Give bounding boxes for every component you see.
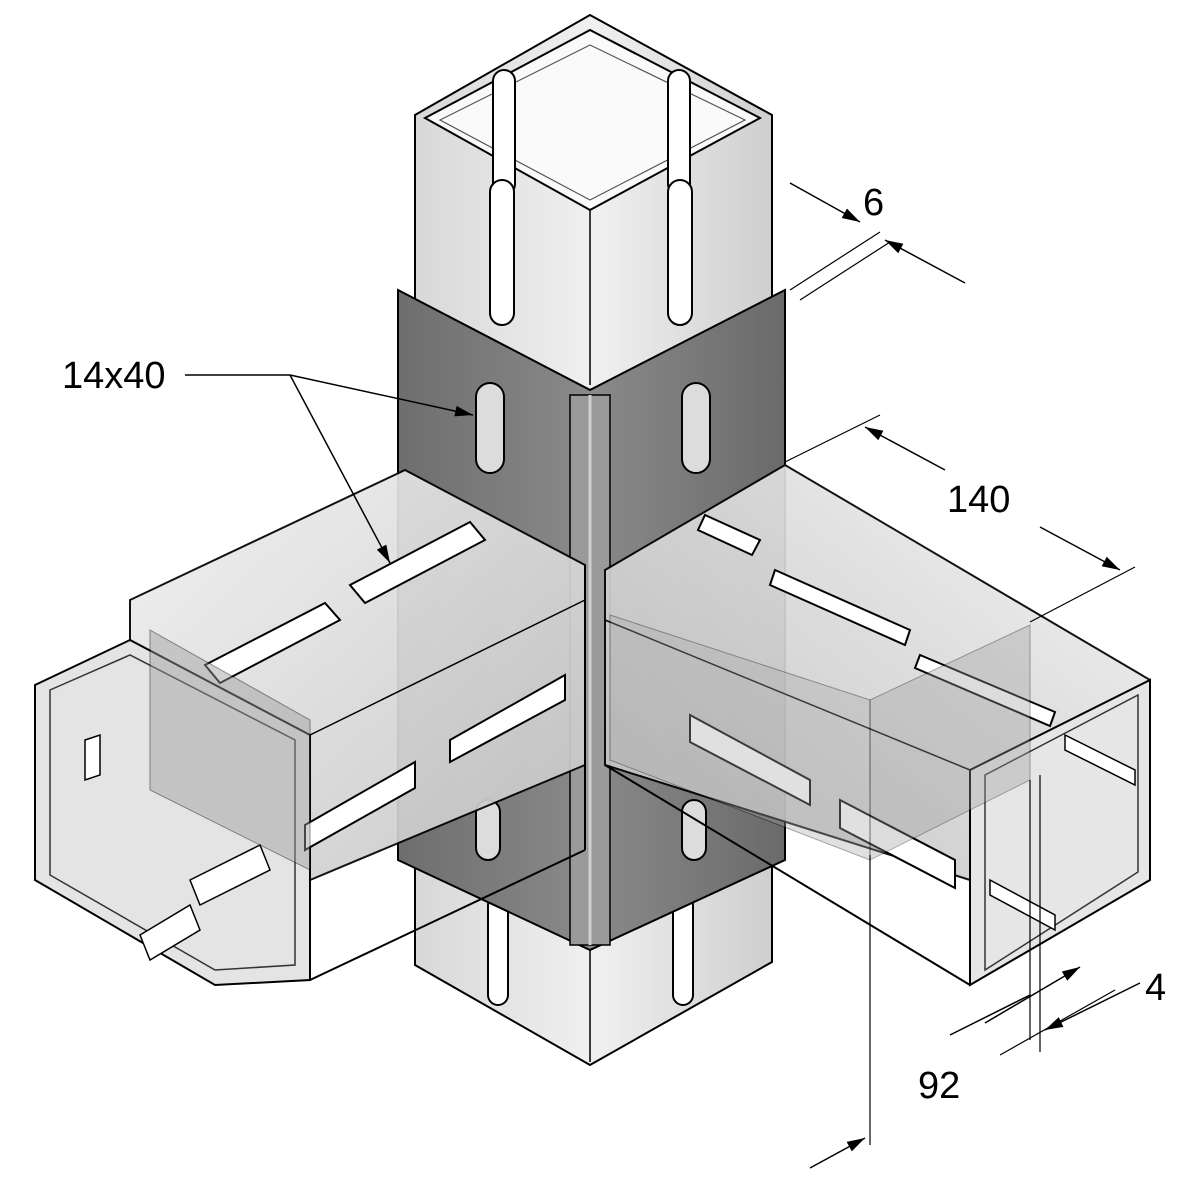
profile-slot <box>696 513 762 557</box>
dimension-slot-size: 14x40 <box>62 355 474 564</box>
right-profile <box>604 463 1151 987</box>
dimension-label-length: 140 <box>947 479 1010 521</box>
dimension-profile-width: 92 <box>809 855 960 1169</box>
dimension-plate-thickness: 6 <box>789 182 966 301</box>
connector-slot <box>475 382 505 474</box>
connector-slot <box>681 799 707 861</box>
post-slot <box>492 69 516 196</box>
profile-slot <box>768 568 912 647</box>
dimension-label-width: 92 <box>918 1065 960 1107</box>
left-profile <box>34 468 586 987</box>
dimension-label-plate: 6 <box>863 182 884 224</box>
dimension-label-wall: 4 <box>1145 967 1166 1009</box>
dimension-connector-length: 140 <box>784 414 1136 623</box>
profile-slot <box>839 798 956 890</box>
post-slot <box>489 179 515 326</box>
profile-slot <box>348 520 487 605</box>
profile-slot <box>689 713 811 807</box>
connector-slot <box>681 382 711 474</box>
post-slot <box>672 894 694 1006</box>
profile-slot <box>913 653 1057 728</box>
post-slot <box>667 179 693 326</box>
dimension-label-slot: 14x40 <box>62 355 166 397</box>
post-slot <box>487 894 509 1006</box>
post-slot <box>667 69 691 196</box>
profile-slot <box>203 601 342 685</box>
dimension-wall-thickness: 4 <box>949 775 1166 1056</box>
profile-slot <box>304 760 416 852</box>
profile-slot <box>449 673 566 764</box>
